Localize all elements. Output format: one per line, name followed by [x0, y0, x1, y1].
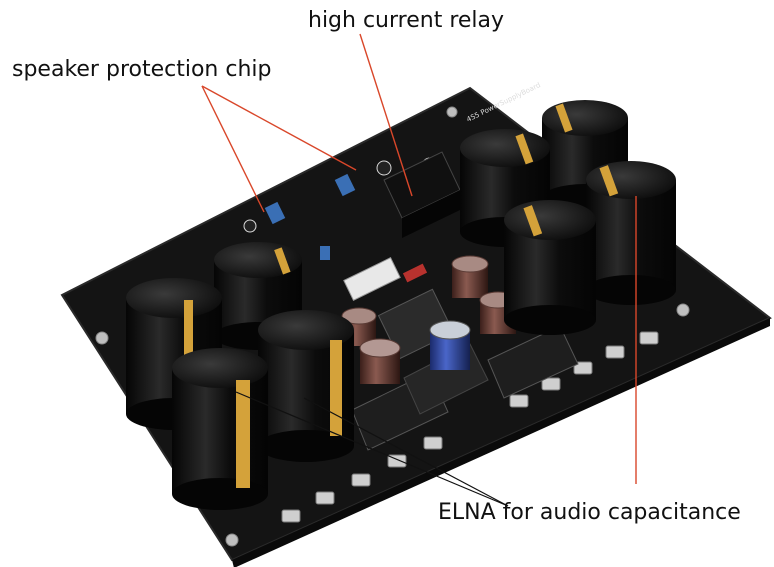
cap-l4	[172, 348, 268, 510]
callout-speaker-protection-chip: speaker protection chip	[12, 57, 272, 82]
cap-r3	[586, 161, 676, 305]
callout-elna-capacitance: ELNA for audio capacitance	[438, 500, 741, 525]
pointer-relay	[359, 33, 413, 197]
white-connector	[343, 257, 401, 301]
cap-r4	[504, 200, 596, 335]
terminal-pads	[281, 331, 659, 523]
callout-pointers-dark	[235, 391, 509, 507]
pointer-elna-a	[235, 391, 509, 507]
mounting-holes	[95, 106, 690, 547]
pointer-elna-b	[303, 397, 509, 507]
large-capacitors-left	[126, 242, 354, 510]
cap-l3	[258, 310, 354, 462]
pointer-chip-a	[201, 85, 265, 213]
callout-pointers	[201, 33, 637, 484]
large-capacitors-right	[460, 100, 676, 335]
callout-high-current-relay: high current relay	[308, 8, 505, 33]
pointer-chip-b	[201, 85, 357, 171]
blue-capacitor	[429, 320, 471, 370]
